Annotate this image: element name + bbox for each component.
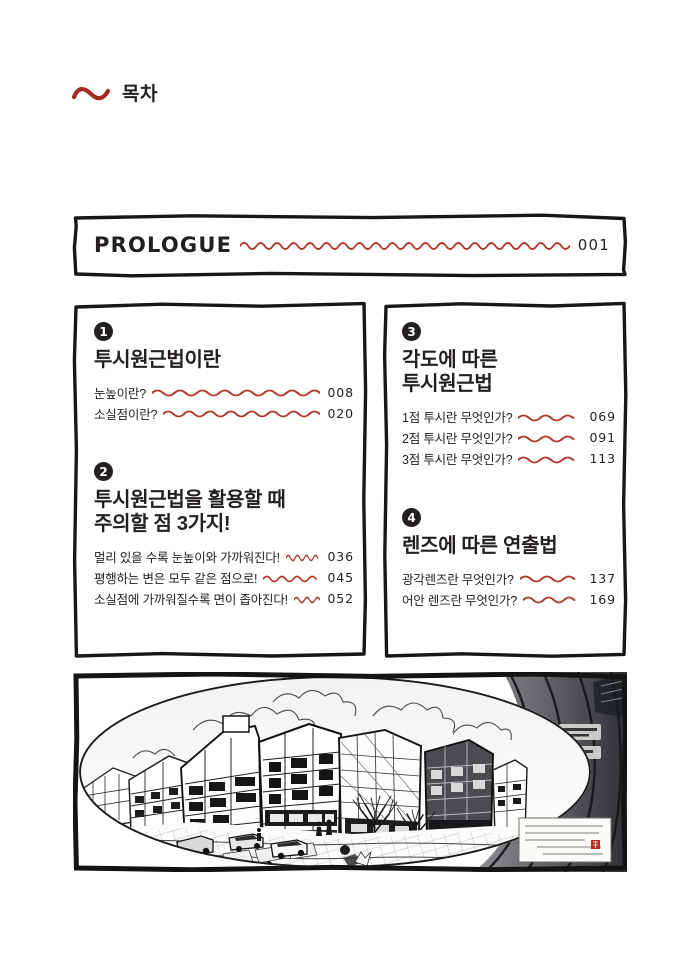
prologue-label: PROLOGUE (94, 233, 233, 257)
section-number-badge: 1 (94, 322, 113, 341)
wavy-leader-icon (240, 239, 570, 251)
fisheye-cityscape-sketch (73, 672, 627, 872)
section-2: 2 투시원근법을 활용할 때 주의할 점 3가지! 멀리 있을 수록 눈높이와 … (94, 462, 354, 611)
wavy-leader-icon (293, 594, 320, 604)
wavy-leader-icon (163, 408, 320, 418)
wavy-leader-icon (518, 412, 582, 422)
right-column-box: 3 각도에 따른 투시원근법 1점 투시란 무엇인가? 069 2점 투시란 무… (382, 300, 628, 658)
toc-entry-page: 113 (589, 451, 616, 467)
section-number-badge: 3 (402, 322, 421, 341)
handwritten-note-card (518, 817, 612, 863)
toc-entry-page: 045 (327, 570, 354, 586)
toc-entry-label: 어안 렌즈란 무엇인가? (402, 593, 517, 608)
toc-entry[interactable]: 2점 투시란 무엇인가? 091 (402, 429, 616, 447)
prologue-box: PROLOGUE 001 (72, 212, 628, 278)
toc-entry[interactable]: 눈높이란? 008 (94, 383, 354, 401)
right-column-content: 3 각도에 따른 투시원근법 1점 투시란 무엇인가? 069 2점 투시란 무… (382, 300, 628, 658)
wavy-leader-icon (519, 573, 582, 583)
section-number-badge: 4 (402, 508, 421, 527)
toc-entry-label: 소실점에 가까워질수록 면이 좁아진다! (94, 593, 288, 608)
toc-entry[interactable]: 소실점에 가까워질수록 면이 좁아진다! 052 (94, 590, 354, 608)
wavy-leader-icon (151, 387, 320, 397)
toc-entry[interactable]: 1점 투시란 무엇인가? 069 (402, 408, 616, 426)
toc-entry-label: 멀리 있을 수록 눈높이와 가까워진다! (94, 551, 280, 566)
wavy-leader-icon (518, 433, 582, 443)
wavy-leader-icon (518, 454, 582, 464)
wavy-leader-icon (523, 594, 582, 604)
left-column-box: 1 투시원근법이란 눈높이란? 008 소실점이란? 020 (72, 300, 368, 658)
toc-entry-label: 2점 투시란 무엇인가? (402, 432, 513, 447)
toc-entry-page: 020 (327, 405, 354, 421)
section-title: 각도에 따른 투시원근법 (402, 349, 498, 396)
section-1: 1 투시원근법이란 눈높이란? 008 소실점이란? 020 (94, 322, 354, 425)
toc-entry-page: 008 (327, 384, 354, 400)
section-number-badge: 2 (94, 462, 113, 481)
toc-entry-page: 036 (327, 549, 354, 565)
toc-entry[interactable]: 3점 투시란 무엇인가? 113 (402, 450, 616, 468)
toc-entry[interactable]: 평행하는 변은 모두 같은 점으로! 045 (94, 569, 354, 587)
section-title: 렌즈에 따른 연출법 (402, 535, 558, 557)
toc-entry-label: 1점 투시란 무엇인가? (402, 411, 513, 426)
toc-entry-label: 소실점이란? (94, 407, 158, 422)
page-header: 목차 (72, 78, 158, 110)
toc-entry-page: 169 (589, 591, 616, 607)
toc-entry[interactable]: 어안 렌즈란 무엇인가? 169 (402, 590, 616, 608)
section-3: 3 각도에 따른 투시원근법 1점 투시란 무엇인가? 069 2점 투시란 무… (402, 322, 616, 471)
toc-entry-label: 광각렌즈란 무엇인가? (402, 572, 514, 587)
section-title: 투시원근법이란 (94, 349, 221, 371)
toc-entry-page: 069 (589, 409, 616, 425)
page-title: 목차 (122, 83, 158, 105)
wavy-leader-icon (285, 552, 320, 562)
left-column-content: 1 투시원근법이란 눈높이란? 008 소실점이란? 020 (72, 300, 368, 658)
toc-entry[interactable]: 멀리 있을 수록 눈높이와 가까워진다! 036 (94, 548, 354, 566)
toc-entry-label: 3점 투시란 무엇인가? (402, 453, 513, 468)
toc-entry-page: 137 (589, 570, 616, 586)
wave-squiggle-icon (72, 85, 110, 103)
toc-entry[interactable]: 광각렌즈란 무엇인가? 137 (402, 569, 616, 587)
section-title: 투시원근법을 활용할 때 주의할 점 3가지! (94, 489, 286, 536)
toc-entry[interactable]: 소실점이란? 020 (94, 404, 354, 422)
prologue-row[interactable]: PROLOGUE 001 (94, 233, 610, 257)
section-4: 4 렌즈에 따른 연출법 광각렌즈란 무엇인가? 137 어안 렌즈란 무엇인가… (402, 508, 616, 611)
wavy-leader-icon (263, 573, 320, 583)
toc-entry-label: 눈높이란? (94, 386, 146, 401)
toc-entry-page: 052 (327, 591, 354, 607)
prologue-page-number: 001 (577, 236, 610, 254)
cityscape-drawing (73, 672, 627, 872)
toc-entry-label: 평행하는 변은 모두 같은 점으로! (94, 572, 258, 587)
toc-entry-page: 091 (589, 430, 616, 446)
